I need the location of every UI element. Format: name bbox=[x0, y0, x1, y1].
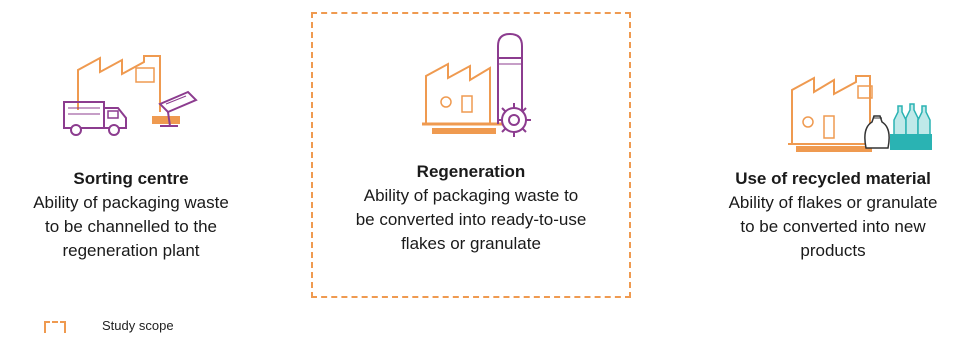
stage-description-line: Ability of flakes or granulate bbox=[728, 193, 938, 212]
study-scope-swatch bbox=[44, 321, 66, 333]
stage-description-line: to be converted into new bbox=[740, 217, 926, 236]
recycled-material-icon bbox=[788, 75, 932, 152]
regeneration-icon bbox=[422, 32, 531, 137]
sorting-centre-icon bbox=[63, 55, 198, 136]
stage-title: Regeneration bbox=[416, 162, 526, 181]
stage-description-line: products bbox=[800, 241, 866, 260]
stage-description-line: to be channelled to the bbox=[44, 217, 218, 236]
stage-use-of-recycled-material: Use of recycled material Ability of flak… bbox=[697, 167, 969, 263]
stage-description-line: regeneration plant bbox=[62, 241, 200, 260]
stage-description-line: be converted into ready-to-use bbox=[355, 210, 587, 229]
stage-description-line: Ability of packaging waste bbox=[33, 193, 229, 212]
study-scope-box bbox=[311, 12, 631, 298]
stage-sorting-centre: Sorting centre Ability of packaging wast… bbox=[0, 167, 262, 263]
stage-title: Sorting centre bbox=[73, 169, 189, 188]
stage-regeneration: Regeneration Ability of packaging waste … bbox=[311, 160, 631, 256]
stage-title: Use of recycled material bbox=[735, 169, 931, 188]
stage-description-line: Ability of packaging waste to bbox=[363, 186, 579, 205]
stage-description-line: flakes or granulate bbox=[401, 234, 541, 253]
legend-label: Study scope bbox=[102, 318, 174, 333]
